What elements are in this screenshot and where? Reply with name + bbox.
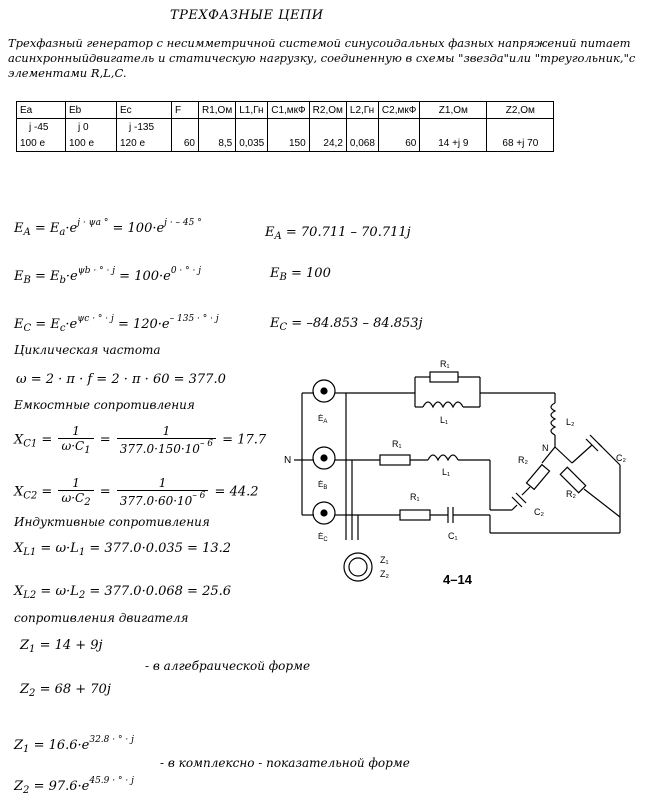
label-l1-b: L₁ bbox=[442, 467, 450, 477]
header-cell: Z2,Ом bbox=[486, 101, 555, 119]
header-cell: Eb bbox=[65, 101, 117, 119]
source-ea-label: ĖA bbox=[318, 414, 327, 425]
inductor-l1-a bbox=[422, 401, 464, 409]
header-cell: L2,Гн bbox=[345, 101, 379, 119]
label-l2: L₂ bbox=[566, 417, 575, 427]
header-cell: C1,мкФ bbox=[267, 101, 310, 119]
header-cell: Z1,Ом bbox=[419, 101, 488, 119]
header-cell: L1,Гн bbox=[235, 101, 269, 119]
table-row: 100 e 100 e 120 e 60 8,5 0,035 150 24,2 … bbox=[16, 135, 555, 152]
label-z2: Z₂ bbox=[380, 569, 389, 579]
label-r1-b: R₁ bbox=[392, 439, 402, 449]
equation-eb: EB = Eb·eψb · ° · j = 100·e0 · ° · j bbox=[14, 266, 202, 286]
header-cell: F bbox=[171, 101, 199, 119]
header-cell: C2,мкФ bbox=[377, 101, 421, 119]
resistor-r1-b bbox=[379, 454, 411, 466]
inductor-l1-b bbox=[427, 454, 459, 462]
table-cell: 60 bbox=[377, 135, 421, 152]
resistor-r2-star bbox=[525, 463, 551, 491]
table-cell: 120 e bbox=[116, 135, 172, 152]
equation-z1-alg: Z1 = 14 + 9j bbox=[20, 638, 103, 655]
table-cell: 24,2 bbox=[308, 135, 347, 152]
source-ea bbox=[302, 379, 345, 403]
equation-ea: EA = Ea·ej · ψa ° = 100·ej · – 45 ° bbox=[14, 218, 202, 238]
table-cell: 14 +j 9 bbox=[419, 135, 488, 152]
label-z1: Z₁ bbox=[380, 555, 389, 565]
header-cell: R1,Ом bbox=[197, 101, 237, 119]
label-l1-a: L₁ bbox=[440, 415, 448, 425]
table-cell: 150 bbox=[267, 135, 310, 152]
resistor-r1-c bbox=[399, 509, 431, 521]
inductor-l2 bbox=[550, 402, 557, 436]
table-cell: 100 e bbox=[16, 135, 66, 152]
label-r1-c: R₁ bbox=[410, 492, 420, 502]
table-cell: 8,5 bbox=[197, 135, 237, 152]
inductive-label: Индуктивные сопротивления bbox=[14, 515, 210, 529]
source-eb-label: ĖB bbox=[318, 480, 327, 491]
table-header-row: Ea Eb Ec F R1,Ом L1,Гн C1,мкФ R2,Ом L2,Г… bbox=[16, 101, 555, 119]
label-r2-star: R₂ bbox=[518, 455, 528, 465]
table-cell: 0,035 bbox=[235, 135, 269, 152]
header-cell: Ea bbox=[16, 101, 66, 119]
frequency-label: Циклическая частота bbox=[14, 343, 161, 357]
label-c1: C₁ bbox=[448, 531, 458, 541]
source-ec bbox=[302, 501, 345, 525]
neutral-label: N bbox=[284, 455, 291, 466]
source-eb bbox=[302, 446, 345, 470]
table-cell: 60 bbox=[171, 135, 199, 152]
header-cell: Ec bbox=[116, 101, 172, 119]
equation-xl2: XL2 = ω·L2 = 377.0·0.068 = 25.6 bbox=[14, 584, 232, 601]
resistor-r1-a bbox=[429, 371, 459, 383]
table-cell: j 0 bbox=[65, 118, 117, 135]
label-star-n: N bbox=[542, 443, 549, 453]
label-r1-a: R₁ bbox=[440, 359, 450, 369]
label-c2-star: C₂ bbox=[534, 507, 544, 517]
parameters-table: Ea Eb Ec F R1,Ом L1,Гн C1,мкФ R2,Ом L2,Г… bbox=[16, 101, 555, 152]
problem-statement: Трехфазный генератор с несимметричной си… bbox=[8, 36, 636, 80]
header-cell: R2,Ом bbox=[308, 101, 347, 119]
table-row: j -45 j 0 j -135 bbox=[16, 118, 555, 135]
equation-xl1: XL1 = ω·L1 = 377.0·0.035 = 13.2 bbox=[14, 541, 232, 558]
exponential-form-label: - в комплексно - показательной форме bbox=[160, 756, 410, 770]
result-ea: EA = 70.711 – 70.711j bbox=[265, 225, 411, 242]
equation-omega: ω = 2 · π · f = 2 · π · 60 = 377.0 bbox=[16, 372, 226, 387]
equation-ec: EC = Ec·eψc · ° · j = 120·e– 135 · ° · j bbox=[14, 314, 219, 334]
figure-number: 4–14 bbox=[443, 572, 472, 587]
source-ec-label: ĖC bbox=[318, 532, 328, 543]
table-cell: 0,068 bbox=[345, 135, 379, 152]
table-cell: j -135 bbox=[116, 118, 172, 135]
algebraic-form-label: - в алгебраической форме bbox=[145, 659, 311, 673]
capacitor-c2-delta bbox=[585, 438, 599, 452]
equation-z1-exp: Z1 = 16.6·e32.8 · ° · j bbox=[14, 735, 134, 755]
motor-label: сопротивления двигателя bbox=[14, 611, 189, 625]
label-c2-delta: C₂ bbox=[616, 453, 626, 463]
resistor-r2-delta bbox=[559, 466, 587, 494]
motor-icon bbox=[343, 552, 373, 582]
equation-z2-alg: Z2 = 68 + 70j bbox=[20, 682, 111, 699]
table-cell: 68 +j 70 bbox=[486, 135, 555, 152]
capacitor-c2-star bbox=[515, 492, 527, 504]
result-eb: EB = 100 bbox=[270, 266, 331, 283]
circuit-diagram: N ĖA ĖB ĖC R₁ L₁ L₂ R₁ L₁ R₁ bbox=[284, 359, 626, 582]
table-cell: j -45 bbox=[16, 118, 66, 135]
table-cell: 100 e bbox=[65, 135, 117, 152]
result-ec: EC = –84.853 – 84.853j bbox=[270, 316, 423, 333]
page-title: ТРЕХФАЗНЫЕ ЦЕПИ bbox=[170, 8, 324, 23]
label-r2-delta: R₂ bbox=[566, 489, 576, 499]
capacitive-label: Емкостные сопротивления bbox=[14, 398, 195, 412]
equation-z2-exp: Z2 = 97.6·e45.9 · ° · j bbox=[14, 776, 134, 796]
